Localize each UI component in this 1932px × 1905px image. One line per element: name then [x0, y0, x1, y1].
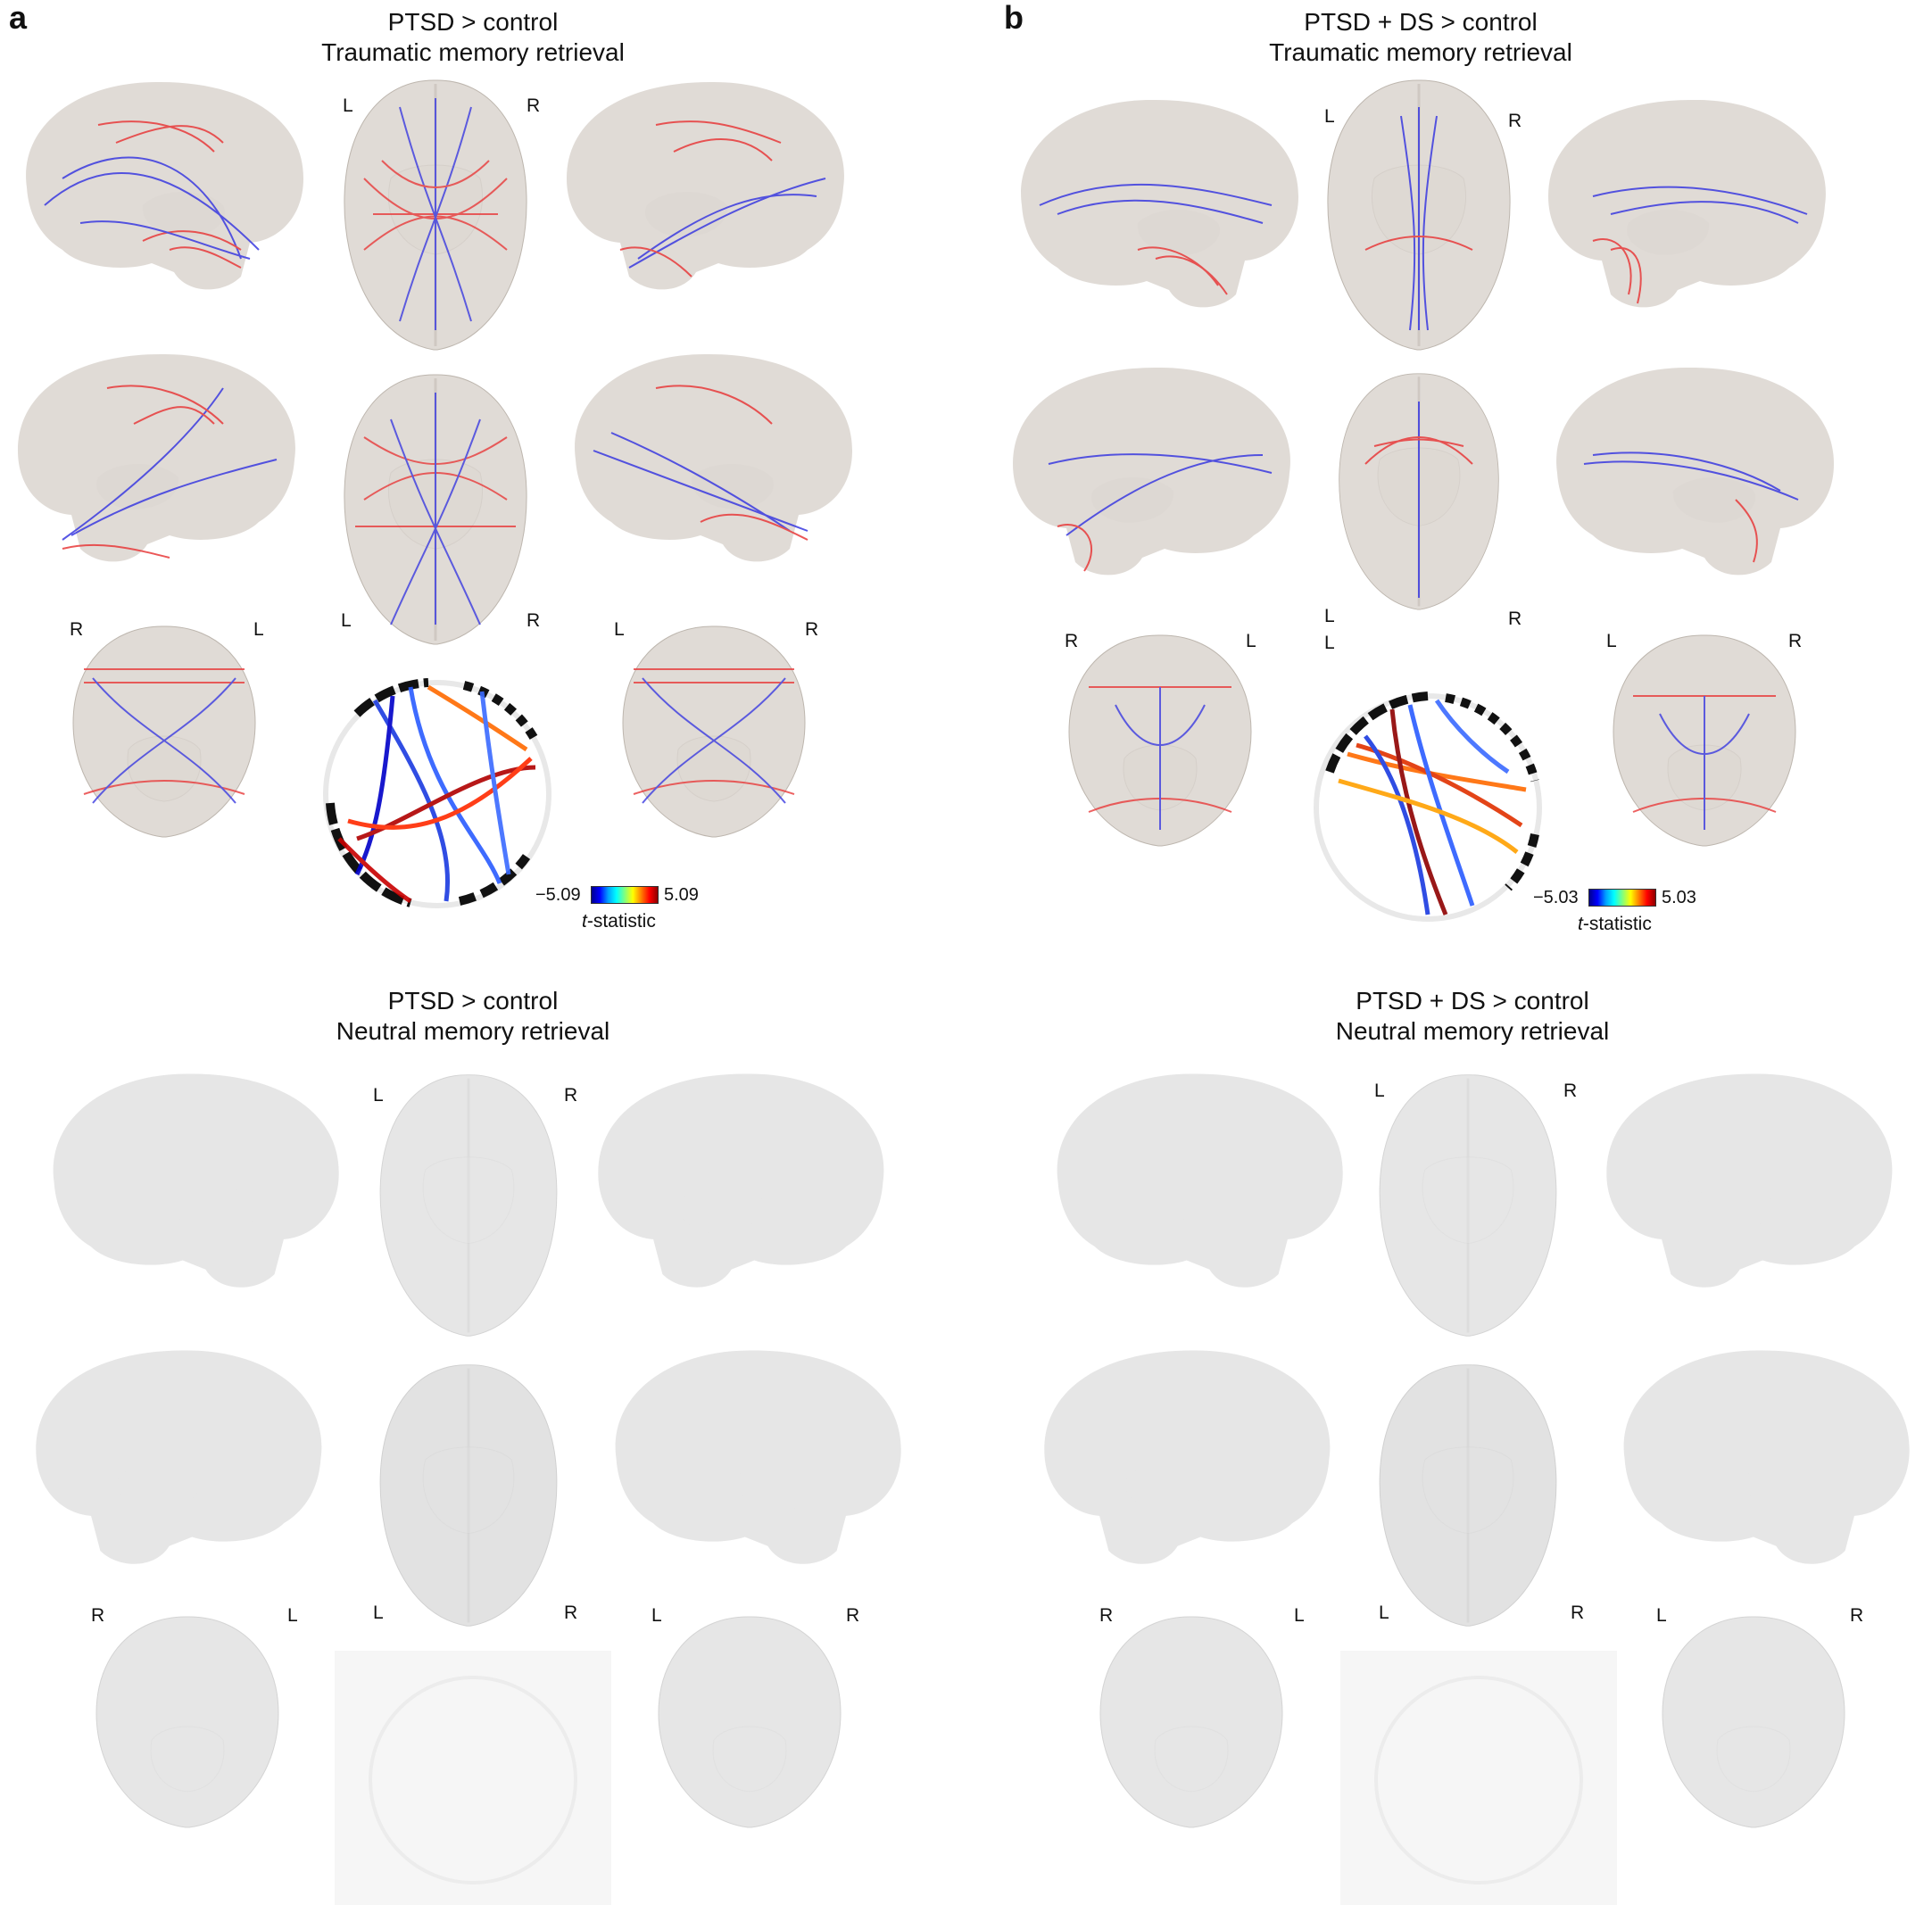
colorbar-title-rest: -statistic: [586, 911, 656, 932]
label-left: L: [1324, 633, 1335, 653]
brain-top-view: [1312, 71, 1526, 357]
brain-anterior-view: [1597, 625, 1812, 857]
brain-lateral-left-view-faded: [1040, 1062, 1352, 1303]
title-line-1: PTSD + DS > control: [1304, 8, 1538, 36]
title-line-2: Neutral memory retrieval: [336, 1017, 610, 1045]
panel-b-letter: b: [1004, 0, 1024, 36]
connectogram-circle-plot: [323, 678, 551, 908]
label-left: L: [1324, 106, 1335, 127]
label-right: R: [1850, 1605, 1864, 1626]
panel-a-letter: a: [9, 0, 28, 36]
brain-bottom-view-faded: [361, 1356, 576, 1633]
label-left: L: [373, 1085, 384, 1106]
brain-lateral-left-medial-view-faded: [27, 1338, 339, 1579]
brain-lateral-right-view: [558, 71, 861, 303]
brain-posterior-view-faded: [80, 1606, 294, 1838]
brain-lateral-left-medial-view-faded: [1035, 1338, 1347, 1579]
brain-lateral-right-view-faded: [1597, 1062, 1910, 1303]
colorbar-gradient: [1588, 889, 1656, 907]
brain-top-view-faded: [1361, 1066, 1575, 1343]
colorbar-min-label: −5.03: [1533, 888, 1579, 907]
label-right: R: [805, 619, 819, 640]
brain-lateral-left-view: [9, 71, 312, 303]
panel-b-neutral-title: PTSD + DS > control Neutral memory retri…: [1205, 986, 1740, 1047]
label-right: R: [1563, 1081, 1578, 1101]
label-right: R: [846, 1605, 860, 1626]
colorbar-max-label: 5.03: [1662, 888, 1696, 907]
label-right: R: [1508, 609, 1522, 629]
colorbar-title-italic: t: [1578, 914, 1583, 934]
brain-posterior-view: [57, 616, 271, 848]
brain-bottom-view-faded: [1361, 1356, 1575, 1633]
brain-anterior-view: [607, 616, 821, 848]
title-line-2: Traumatic memory retrieval: [1269, 38, 1572, 66]
colorbar-max-label: 5.09: [664, 885, 699, 905]
label-right: R: [527, 95, 541, 116]
brain-lateral-right-medial-view: [558, 344, 861, 576]
colorbar-title-rest: -statistic: [1582, 914, 1652, 934]
label-right: R: [1571, 1603, 1585, 1623]
brain-anterior-view-faded: [643, 1606, 857, 1838]
brain-lateral-right-view-faded: [589, 1062, 901, 1303]
title-line-1: PTSD + DS > control: [1356, 987, 1589, 1015]
label-left: L: [287, 1605, 298, 1626]
colorbar-gradient: [591, 886, 659, 904]
label-left: L: [1379, 1603, 1389, 1623]
label-right: R: [1508, 111, 1522, 131]
brain-lateral-left-medial-view: [1004, 357, 1307, 589]
label-left: L: [1656, 1605, 1667, 1626]
label-left: L: [1294, 1605, 1305, 1626]
label-right: R: [527, 610, 541, 631]
brain-lateral-right-medial-view-faded: [1606, 1338, 1919, 1579]
label-left: L: [1324, 606, 1335, 626]
brain-lateral-left-view: [1004, 89, 1307, 321]
label-right: R: [70, 619, 84, 640]
label-left: L: [341, 610, 352, 631]
brain-posterior-view-faded: [1084, 1606, 1298, 1838]
title-line-2: Traumatic memory retrieval: [321, 38, 625, 66]
panel-a-neutral-title: PTSD > control Neutral memory retrieval: [205, 986, 741, 1047]
title-line-1: PTSD > control: [387, 987, 559, 1015]
label-right: R: [91, 1605, 105, 1626]
connectogram-placeholder-faded: [335, 1651, 611, 1905]
connectogram-placeholder-faded: [1340, 1651, 1617, 1905]
label-left: L: [343, 95, 353, 116]
connectogram-circle-plot: [1314, 692, 1542, 922]
label-left: L: [651, 1605, 662, 1626]
panel-b-traumatic-title: PTSD + DS > control Traumatic memory ret…: [1153, 7, 1688, 68]
label-left: L: [373, 1603, 384, 1623]
colorbar-min-label: −5.09: [535, 885, 581, 905]
label-right: R: [564, 1085, 578, 1106]
brain-top-view-faded: [361, 1066, 576, 1343]
title-line-1: PTSD > control: [387, 8, 559, 36]
label-right: R: [564, 1603, 578, 1623]
brain-bottom-view: [328, 366, 543, 651]
colorbar-title: t-statistic: [582, 912, 656, 931]
colorbar-title-italic: t: [582, 911, 587, 932]
panel-a-traumatic-title: PTSD > control Traumatic memory retrieva…: [205, 7, 741, 68]
label-left: L: [614, 619, 625, 640]
label-right: R: [1099, 1605, 1114, 1626]
label-left: L: [1246, 631, 1256, 651]
label-right: R: [1065, 631, 1079, 651]
brain-bottom-view: [1312, 366, 1526, 616]
brain-top-view: [328, 71, 543, 357]
colorbar-title: t-statistic: [1578, 915, 1652, 933]
brain-lateral-right-medial-view-faded: [598, 1338, 910, 1579]
brain-lateral-right-medial-view: [1539, 357, 1843, 589]
brain-anterior-view-faded: [1646, 1606, 1861, 1838]
title-line-2: Neutral memory retrieval: [1335, 1017, 1610, 1045]
label-right: R: [1788, 631, 1803, 651]
brain-lateral-right-view: [1539, 89, 1843, 321]
brain-lateral-left-view-faded: [36, 1062, 348, 1303]
label-left: L: [1374, 1081, 1385, 1101]
brain-posterior-view: [1053, 625, 1267, 857]
label-left: L: [1606, 631, 1617, 651]
brain-lateral-left-medial-view: [9, 344, 312, 576]
label-left: L: [253, 619, 264, 640]
